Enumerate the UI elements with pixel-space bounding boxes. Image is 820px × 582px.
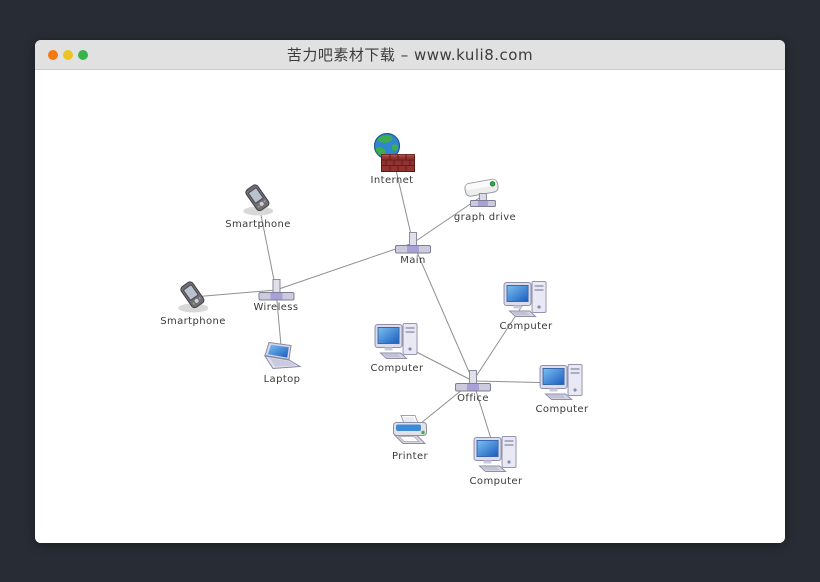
hub-icon	[393, 232, 433, 254]
minimize-button[interactable]	[63, 50, 73, 60]
node-main[interactable]: Main	[393, 232, 433, 266]
node-label: Office	[457, 393, 489, 404]
node-graph-drive[interactable]: graph drive	[454, 177, 516, 223]
node-label: Computer	[499, 321, 553, 332]
node-label: graph drive	[453, 212, 517, 223]
computer-icon	[473, 435, 519, 475]
node-office[interactable]: Office	[453, 370, 493, 404]
diagram-canvas: Internet graph drive Main Smartphone Wir…	[35, 70, 785, 543]
node-smartphone-2[interactable]: Smartphone	[160, 279, 226, 327]
node-smartphone-1[interactable]: Smartphone	[225, 182, 291, 230]
node-label: Smartphone	[160, 316, 226, 327]
node-laptop[interactable]: Laptop	[260, 341, 304, 385]
computer-icon	[503, 280, 549, 320]
computer-icon	[374, 322, 420, 362]
laptop-icon	[260, 341, 304, 373]
browser-window: 苦力吧素材下载 – www.kuli8.com Internet graph d…	[35, 40, 785, 543]
window-controls	[48, 40, 88, 70]
node-label: Computer	[370, 363, 424, 374]
maximize-button[interactable]	[78, 50, 88, 60]
edge-wireless-smartphone-2	[192, 289, 277, 298]
node-computer-3[interactable]: Computer	[536, 363, 589, 415]
close-button[interactable]	[48, 50, 58, 60]
node-label: Laptop	[263, 374, 301, 385]
node-internet[interactable]: Internet	[368, 132, 416, 186]
window-titlebar: 苦力吧素材下载 – www.kuli8.com	[35, 40, 785, 70]
node-label: Main	[400, 255, 426, 266]
printer-icon	[388, 414, 432, 450]
edge-main-office	[412, 242, 474, 382]
node-computer-1[interactable]: Computer	[371, 322, 424, 374]
smartphone-icon	[236, 182, 280, 218]
computer-icon	[539, 363, 585, 403]
window-title: 苦力吧素材下载 – www.kuli8.com	[286, 46, 534, 64]
edge-main-wireless	[275, 242, 414, 291]
node-label: Computer	[535, 404, 589, 415]
node-label: Smartphone	[225, 219, 291, 230]
drive-icon	[461, 177, 509, 211]
node-label: Wireless	[253, 302, 299, 313]
hub-icon	[453, 370, 493, 392]
hub-icon	[256, 279, 296, 301]
node-label: Computer	[469, 476, 523, 487]
node-label: Internet	[370, 175, 414, 186]
smartphone-icon	[171, 279, 215, 315]
node-wireless[interactable]: Wireless	[253, 279, 298, 313]
node-computer-4[interactable]: Computer	[470, 435, 523, 487]
internet-icon	[368, 132, 416, 174]
node-label: Printer	[391, 451, 429, 462]
node-computer-2[interactable]: Computer	[500, 280, 553, 332]
node-printer[interactable]: Printer	[388, 414, 432, 462]
